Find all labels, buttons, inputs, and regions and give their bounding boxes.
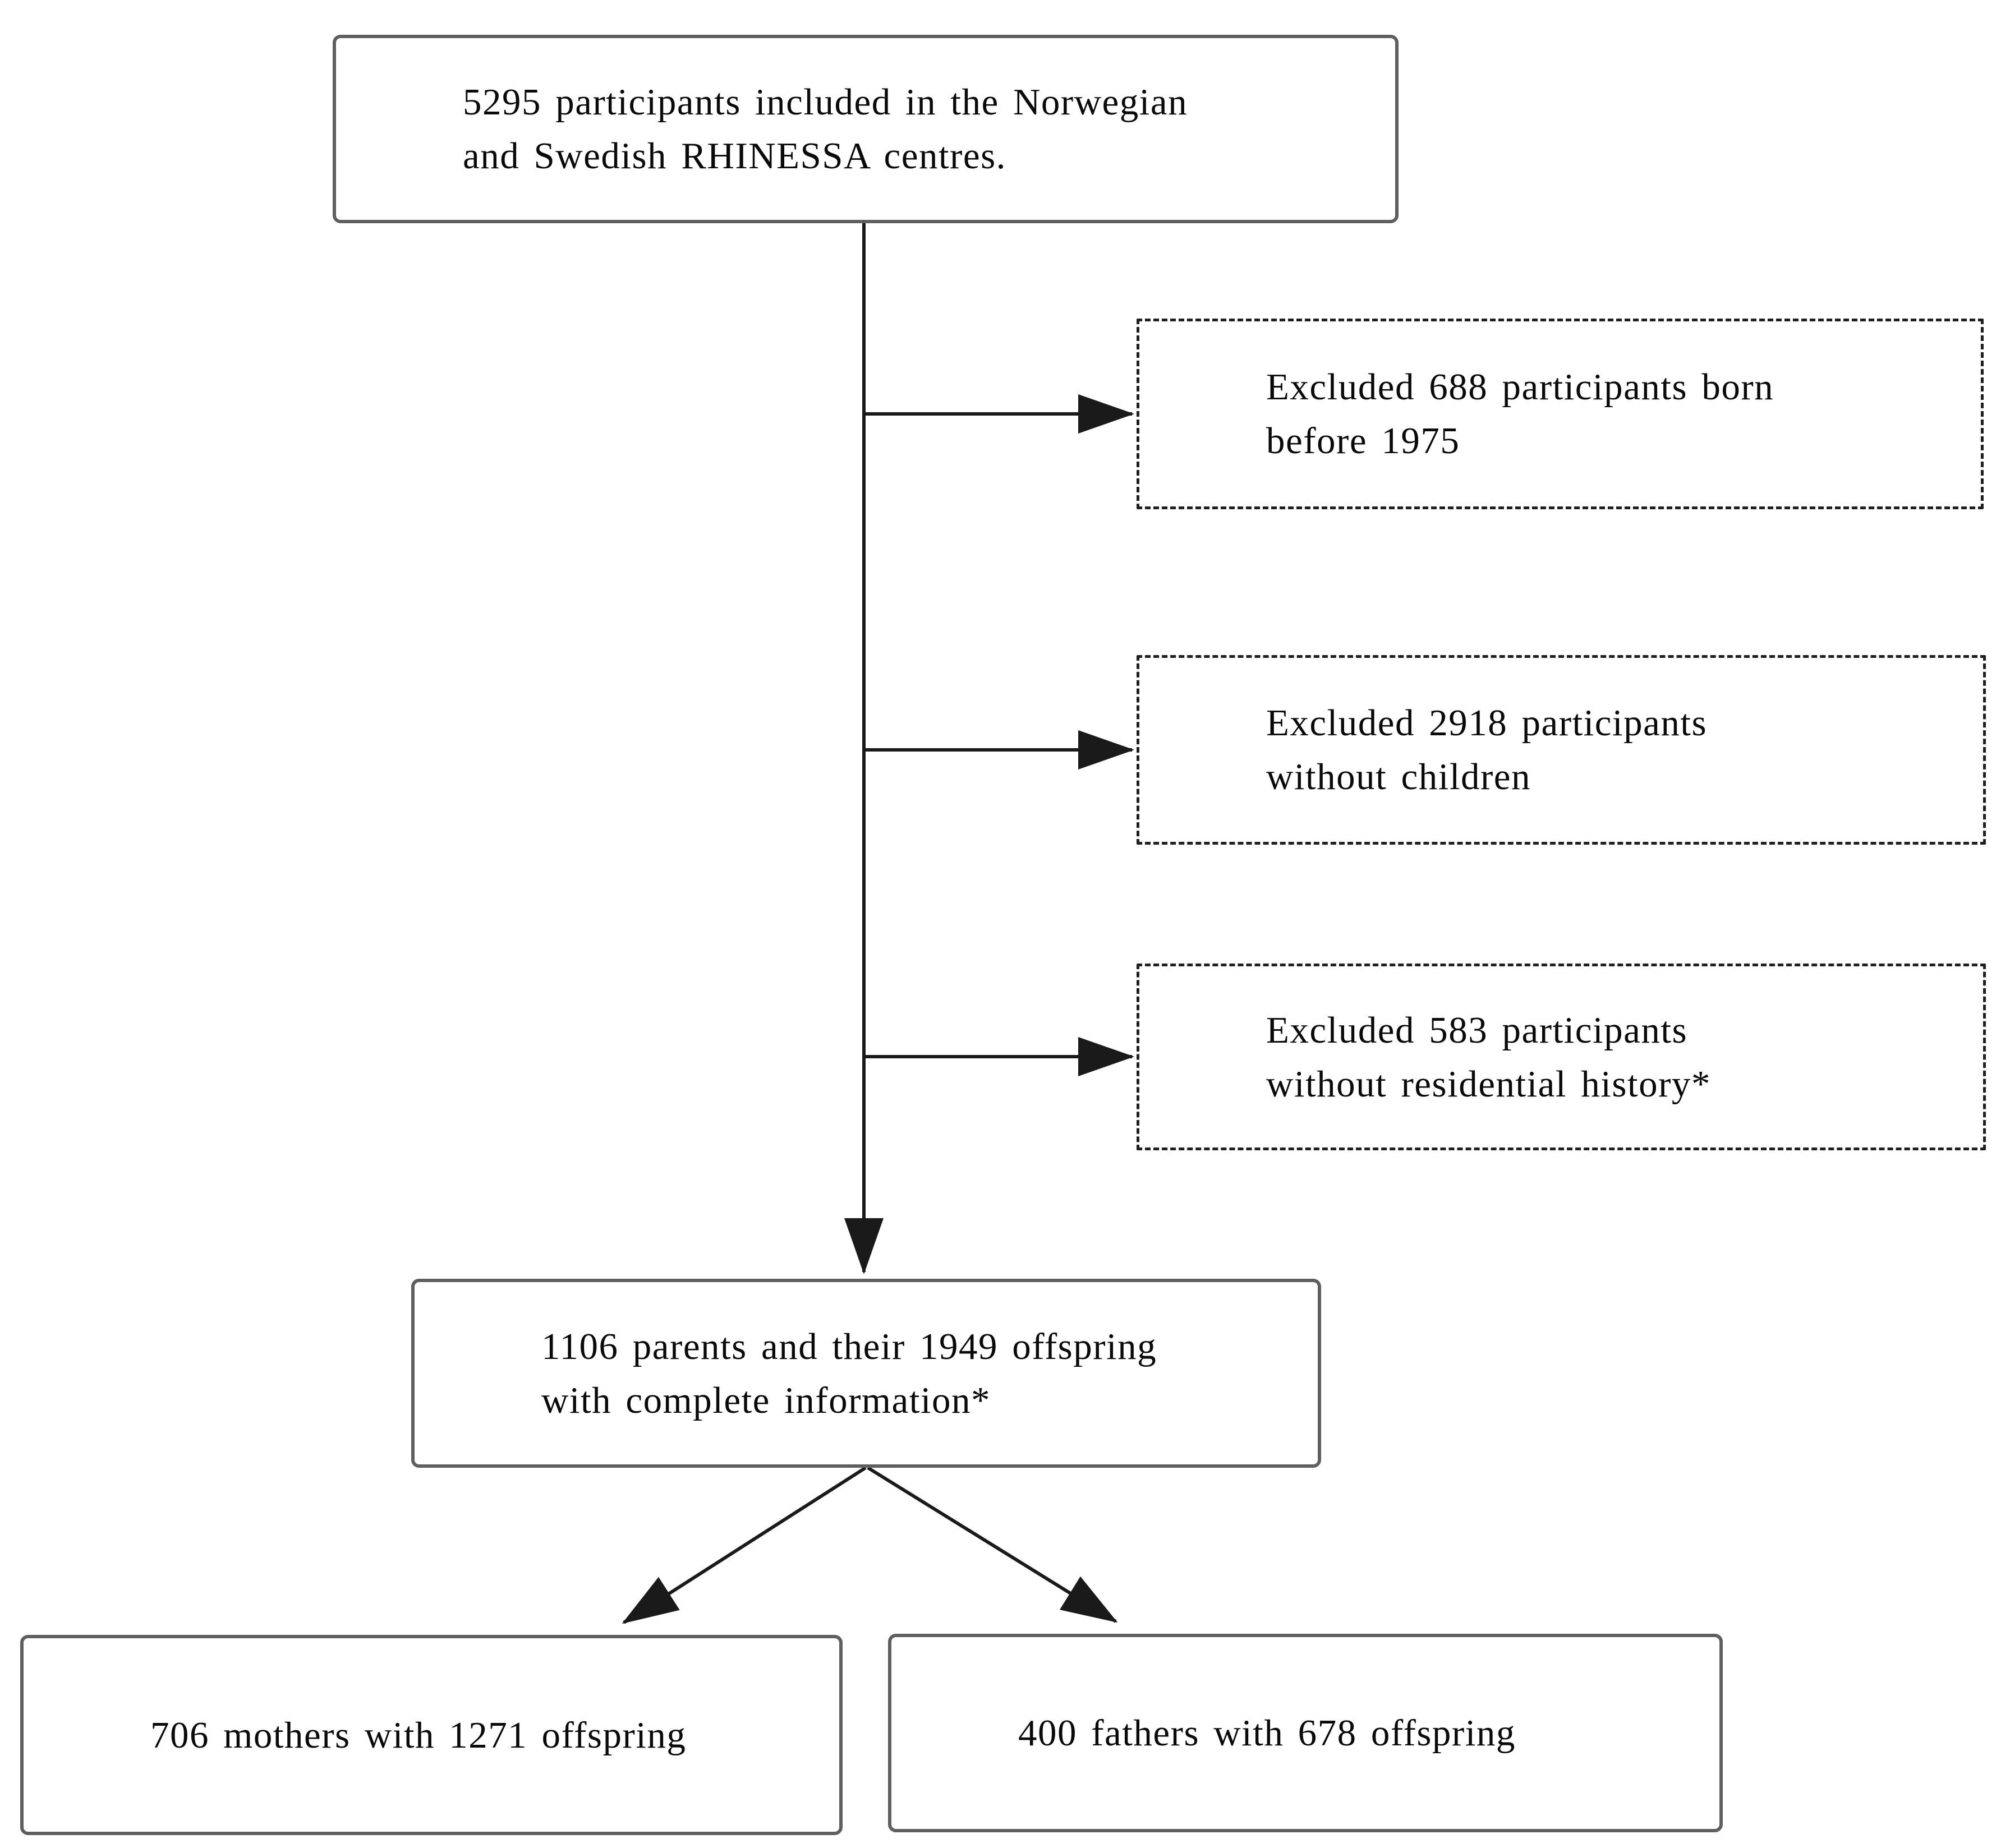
box-included-participants: 5295 participants included in the Norweg… bbox=[333, 35, 1399, 223]
box-complete-information: 1106 parents and their 1949 offspring wi… bbox=[411, 1279, 1321, 1468]
excluded-3-line2: without residential history* bbox=[1266, 1063, 1711, 1105]
included-participants-line1: 5295 participants included in the Norweg… bbox=[463, 81, 1188, 123]
arrow-to-fathers-box bbox=[867, 1466, 1118, 1623]
complete-information-line2: with complete information* bbox=[541, 1379, 991, 1421]
complete-information-line1: 1106 parents and their 1949 offspring bbox=[541, 1325, 1157, 1367]
box-excluded-born-before-1975: Excluded 688 participants born before 19… bbox=[1137, 319, 1984, 509]
included-participants-line2: and Swedish RHINESSA centres. bbox=[463, 135, 1006, 177]
mothers-line1: 706 mothers with 1271 offspring bbox=[150, 1714, 687, 1756]
arrow-to-mothers-box bbox=[622, 1466, 867, 1624]
excluded-1-line2: before 1975 bbox=[1266, 420, 1460, 462]
box-fathers: 400 fathers with 678 offspring bbox=[888, 1634, 1723, 1832]
fathers-line1: 400 fathers with 678 offspring bbox=[1018, 1712, 1516, 1754]
box-excluded-without-children: Excluded 2918 participants without child… bbox=[1137, 655, 1986, 845]
excluded-2-line2: without children bbox=[1266, 756, 1531, 798]
excluded-2-line1: Excluded 2918 participants bbox=[1266, 702, 1708, 744]
box-mothers: 706 mothers with 1271 offspring bbox=[20, 1635, 843, 1835]
excluded-1-line1: Excluded 688 participants born bbox=[1266, 366, 1774, 408]
box-excluded-without-residential-history: Excluded 583 participants without reside… bbox=[1137, 964, 1986, 1150]
excluded-3-line1: Excluded 583 participants bbox=[1266, 1009, 1688, 1051]
